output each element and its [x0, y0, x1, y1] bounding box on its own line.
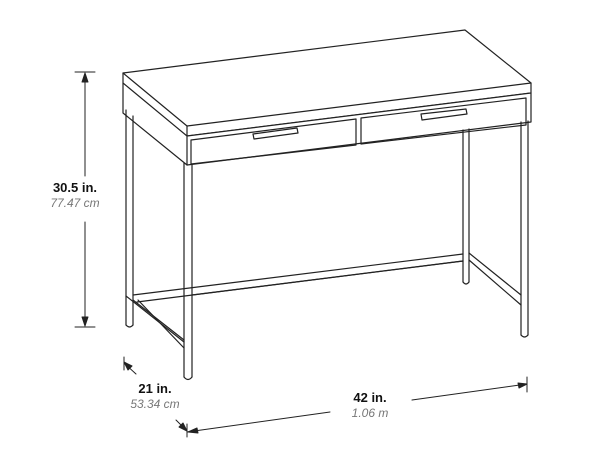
depth-label: 21 in. 53.34 cm [110, 381, 200, 411]
height-dimension-line [74, 71, 96, 328]
height-imperial: 30.5 in. [52, 180, 98, 195]
left-drawer [190, 118, 357, 165]
height-label: 30.5 in. 77.47 cm [20, 180, 130, 210]
depth-dimension-line [123, 356, 188, 438]
right-drawer [360, 97, 527, 145]
width-label: 42 in. 1.06 m [330, 390, 410, 420]
width-dimension-line [186, 376, 528, 434]
right-drawer-handle [420, 108, 468, 121]
width-metric: 1.06 m [351, 405, 389, 420]
width-imperial: 42 in. [353, 390, 387, 405]
desk-legs [125, 109, 529, 381]
left-drawer-handle [252, 127, 299, 140]
desk-stretchers [125, 252, 522, 349]
desk-apron [122, 82, 532, 166]
depth-imperial: 21 in. [138, 381, 172, 396]
height-metric: 77.47 cm [50, 195, 100, 210]
depth-metric: 53.34 cm [130, 396, 180, 411]
